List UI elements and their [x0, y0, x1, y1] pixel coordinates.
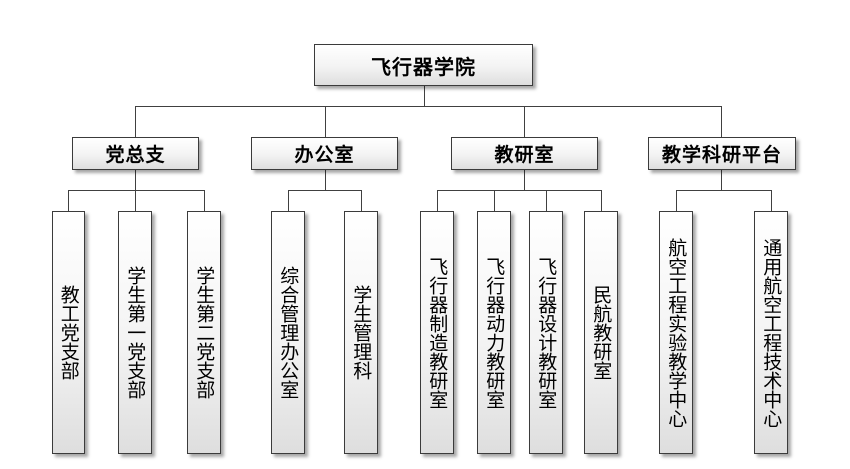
unit-student-affairs-section: 学生管理科: [344, 211, 378, 454]
department-office: 办公室: [251, 137, 398, 170]
department-research-platform: 教学科研平台: [648, 137, 796, 170]
unit-general-aviation-engineering-center: 通用航空工程技术中心: [754, 211, 788, 454]
unit-student-party-branch-2: 学生第二党支部: [187, 211, 221, 454]
unit-staff-party-branch: 教工党支部: [52, 211, 85, 454]
unit-general-admin-office: 综合管理办公室: [271, 211, 305, 454]
unit-aircraft-manufacturing-lab: 飞行器制造教研室: [420, 211, 454, 454]
unit-aero-engineering-experimental-center: 航空工程实验教学中心: [659, 211, 693, 454]
root-node: 飞行器学院: [314, 44, 533, 86]
unit-aircraft-power-lab: 飞行器动力教研室: [477, 211, 511, 454]
unit-civil-aviation-lab: 民航教研室: [584, 211, 618, 454]
unit-aircraft-design-lab: 飞行器设计教研室: [529, 211, 563, 454]
department-teaching-office: 教研室: [451, 137, 598, 170]
department-party-branch: 党总支: [72, 137, 199, 170]
unit-student-party-branch-1: 学生第一党支部: [118, 211, 152, 454]
